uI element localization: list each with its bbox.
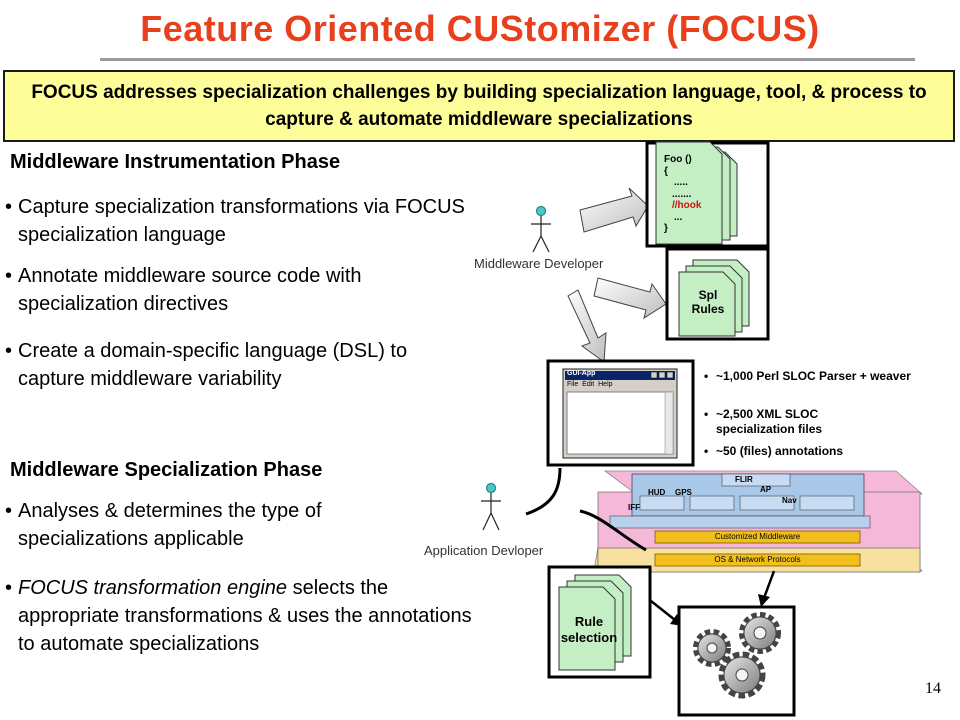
specialization-bullet-1: • Analyses & determines the type of spec… [5, 497, 475, 553]
gui-menu-help: Help [598, 381, 613, 388]
bullet-text-rest: selects the appropriate transformations … [18, 577, 472, 655]
gui-window-title: GUI-App [567, 370, 596, 377]
gear-icon [693, 612, 781, 699]
rule-selection-pages [558, 574, 632, 671]
instrumentation-bullet-3: • Create a domain-specific language (DSL… [5, 337, 475, 421]
rule-selection-line: selection [560, 630, 618, 645]
code-line: ... [674, 211, 683, 223]
code-line: } [664, 223, 668, 234]
gui-menu-file: File [567, 381, 579, 388]
bullet-dot: • [704, 444, 709, 458]
code-line: { [664, 165, 668, 177]
stat-note-text: ~1,000 Perl SLOC Parser + weaver [716, 369, 911, 383]
component-hud: HUD [648, 488, 666, 497]
bullet-dot: • [5, 196, 13, 218]
app-dev-to-gui-curve [525, 467, 562, 516]
arrow-to-spl-rules [593, 277, 667, 320]
spl-rules-label: Spl Rules [683, 288, 733, 316]
bullet-dot: • [5, 577, 13, 599]
bullet-dot: • [704, 407, 709, 421]
page-number: 14 [925, 680, 941, 697]
component-nav: Nav [782, 496, 797, 505]
bullet-dot: • [5, 340, 13, 362]
code-line: Foo () [664, 154, 692, 165]
bullet-dot: • [704, 369, 709, 383]
gui-window-menu: File Edit Help [567, 381, 613, 388]
os-network-layer: OS & Network Protocols [714, 555, 801, 564]
gui-menu-edit: Edit [582, 381, 595, 388]
focus-engine-emphasis: FOCUS transformation engine [18, 577, 288, 599]
middleware-developer-figure [531, 205, 551, 253]
code-snippet: Foo () { ..... ....... //hook ... } [664, 154, 701, 235]
component-iff: IFF [628, 503, 640, 512]
summary-banner: FOCUS addresses specialization challenge… [3, 70, 955, 142]
application-developer-figure [481, 482, 501, 531]
middleware-stack [593, 470, 924, 573]
application-developer-label: Application Devloper [424, 543, 544, 558]
bullet-dot: • [5, 265, 13, 287]
bullet-text: FOCUS transformation engine selects the … [18, 574, 478, 658]
instrumentation-bullet-2: • Annotate middleware source code with s… [5, 262, 475, 318]
app-dev-to-rules-curve [579, 509, 647, 552]
title-underline [100, 58, 915, 61]
specialization-heading: Middleware Specialization Phase [10, 459, 323, 481]
arrow-to-code [579, 187, 649, 233]
code-hook-line: //hook [672, 200, 702, 211]
code-line: ....... [672, 188, 692, 200]
bullet-text: Annotate middleware source code with spe… [18, 265, 362, 315]
spl-rules-line: Rules [691, 302, 725, 316]
slide-title: Feature Oriented CUStomizer (FOCUS) [140, 8, 820, 49]
instrumentation-heading: Middleware Instrumentation Phase [10, 151, 341, 173]
rule-selection-label: Rule selection [560, 614, 618, 646]
spl-rules-pages [678, 259, 750, 337]
middleware-developer-label: Middleware Developer [474, 256, 604, 271]
component-flir: FLIR [735, 475, 753, 484]
gui-window [562, 368, 678, 459]
specialization-bullet-2: • FOCUS transformation engine selects th… [5, 574, 475, 686]
component-gps: GPS [675, 488, 692, 497]
code-line: ..... [674, 177, 688, 188]
bullet-text: Analyses & determines the type of specia… [18, 500, 322, 550]
bullet-dot: • [5, 500, 13, 522]
stat-note-text: ~50 (files) annotations [716, 444, 844, 458]
code-pages [655, 141, 738, 245]
component-ap: AP [760, 485, 772, 494]
stat-note-text: ~2,500 XML SLOC specialization files [716, 407, 823, 436]
instrumentation-bullet-1: • Capture specialization transformations… [5, 193, 475, 249]
rule-selection-line: Rule [574, 614, 604, 629]
customized-middleware-layer: Customized Middleware [714, 532, 801, 541]
spl-rules-line: Spl [698, 288, 718, 302]
bullet-text: Create a domain-specific language (DSL) … [18, 340, 408, 390]
arrow-to-gui [567, 289, 607, 363]
bullet-text: Capture specialization transformations v… [18, 196, 465, 246]
arrow-stack-to-gears [758, 570, 776, 607]
